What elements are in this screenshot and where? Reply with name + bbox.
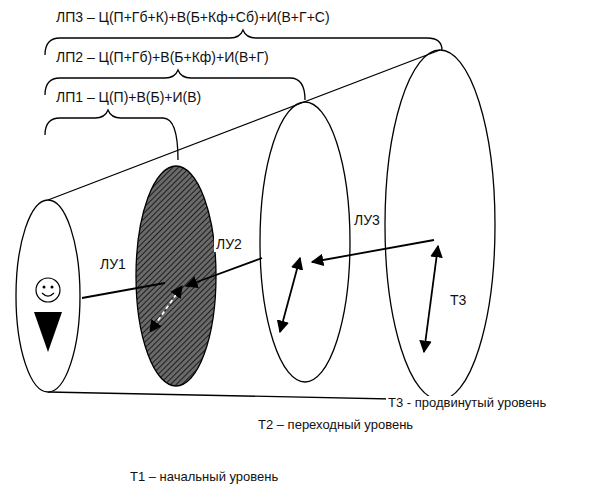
level-caption: Т2 – переходный уровень: [256, 418, 415, 433]
level-caption: Т3 - продвинутый уровень: [386, 396, 548, 411]
path-formula: ЛП3 – Ц(П+Гб+К)+В(Б+Кф+Сб)+И(В+Г+С): [56, 9, 330, 25]
path-formula: ЛП1 – Ц(П)+В(Б)+И(В): [56, 89, 201, 105]
level-label: ЛУ1: [98, 256, 128, 272]
level-label: Т3: [448, 292, 468, 308]
level-label: ЛУ3: [352, 212, 382, 228]
level-caption: Т1 – начальный уровень: [128, 470, 280, 485]
level-label: ЛУ2: [214, 236, 244, 252]
person-icon: [34, 278, 62, 352]
path-formula: ЛП2 – Ц(П+Гб)+В(Б+Кф)+И(В+Г): [56, 49, 269, 65]
